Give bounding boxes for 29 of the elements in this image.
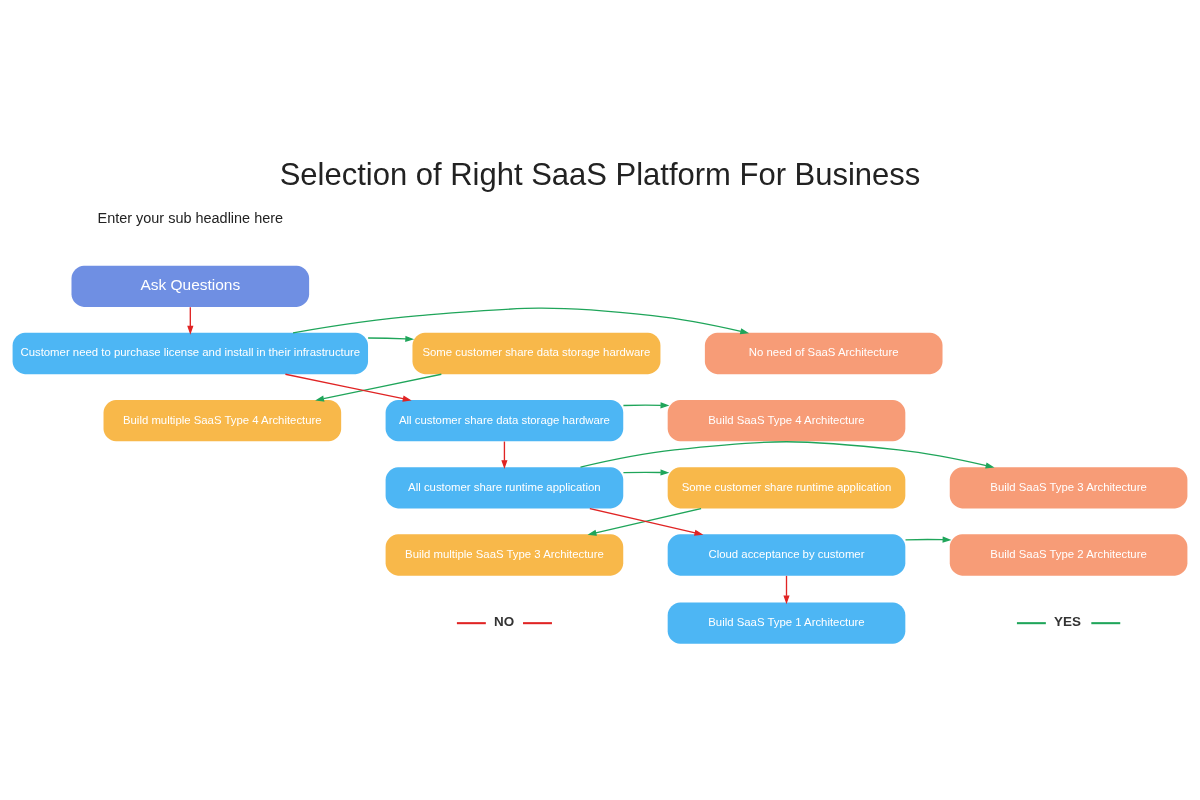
node-box: Some customer share runtime application [667,466,906,508]
node-box: Build SaaS Type 4 Architecture [667,399,906,441]
arrow [783,574,790,604]
arrow [622,468,670,476]
arrow [501,440,508,469]
arrow [367,335,415,342]
node-box: Build multiple SaaS Type 4 Architecture [103,399,342,441]
legend-label: NO [494,613,515,629]
node-box: Cloud acceptance by customer [667,533,906,576]
node-box: All customer share runtime application [385,466,624,508]
arrow [622,401,670,408]
node-box: Some customer share data storage hardware [412,332,661,374]
node-box: Build SaaS Type 3 Architecture [949,466,1188,508]
arrow [284,373,412,402]
diagram-title: Selection of Right SaaS Platform For Business [279,156,921,192]
arrow [904,536,952,543]
node-box: Build SaaS Type 1 Architecture [667,602,906,644]
node-box: Build multiple SaaS Type 3 Architecture [385,533,624,576]
legend-label: YES [1054,613,1081,629]
arrow [187,306,194,335]
node-box: No need of SaaS Architecture [704,332,943,374]
node-box: Customer need to purchase license and install in their infrastructure [12,332,369,374]
node-box: All customer share data storage hardware [385,399,624,441]
node-box: Build SaaS Type 2 Architecture [949,533,1188,576]
arrow [579,440,995,469]
label: Enter your sub headline here [97,209,284,226]
arrow [315,373,443,402]
arrow [292,307,750,334]
node-box: Ask Questions [71,265,310,307]
